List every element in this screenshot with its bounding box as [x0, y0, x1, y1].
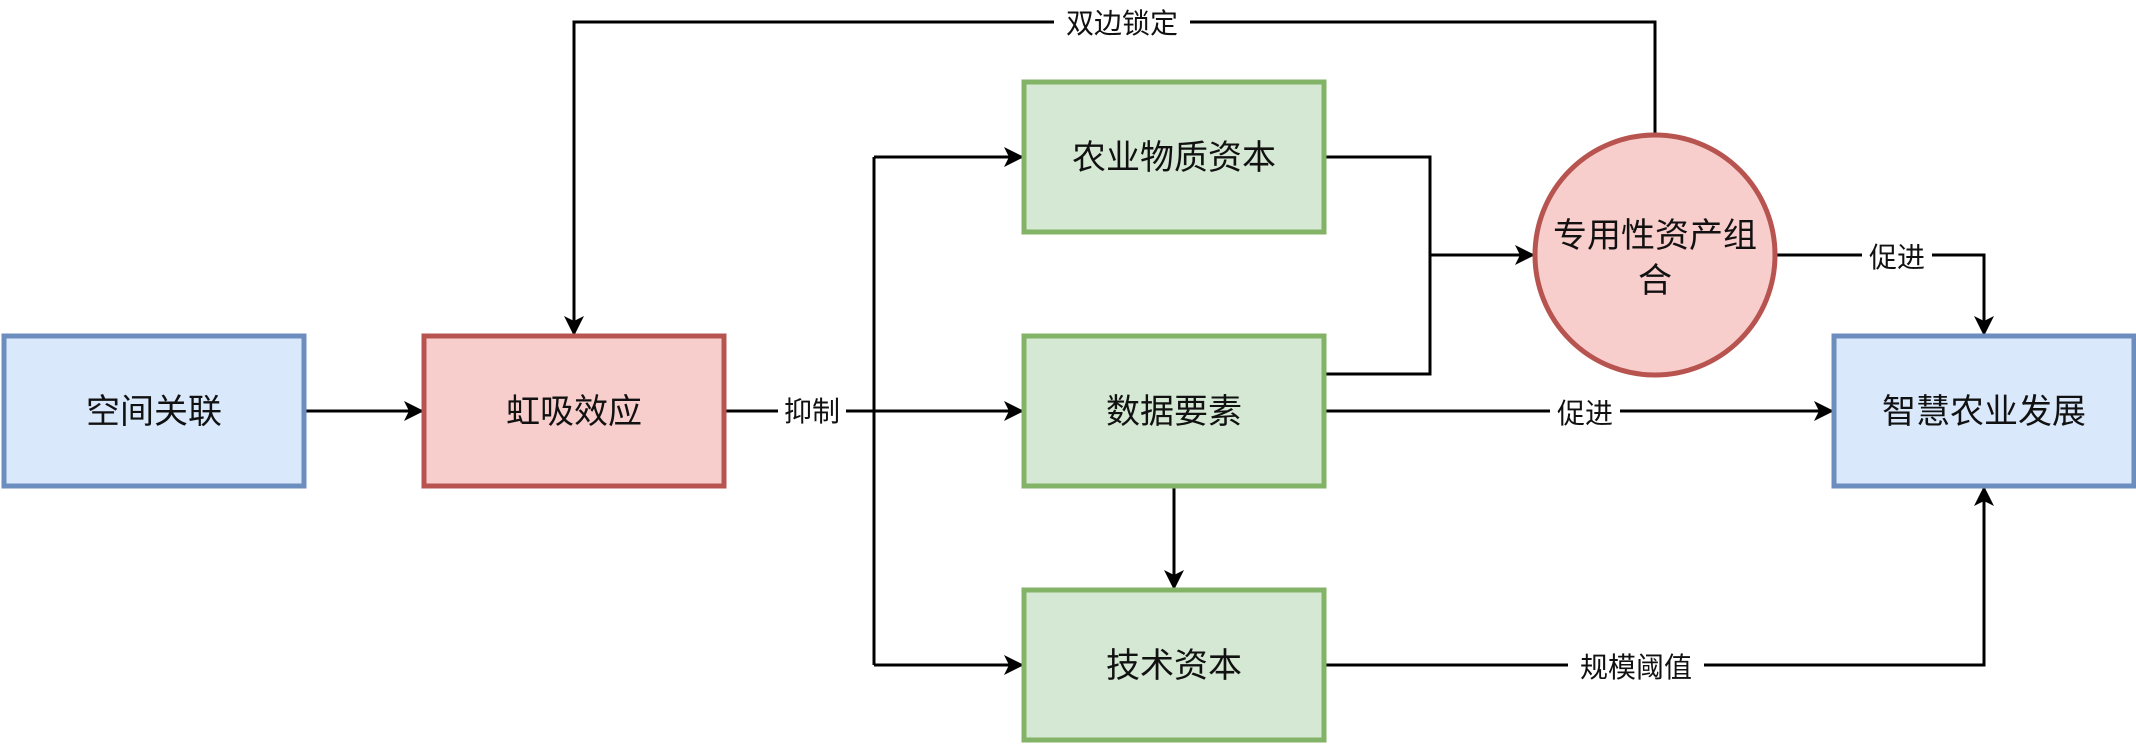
- edges: [304, 20, 1994, 675]
- node-specific-asset-portfolio[interactable]: 专用性资产组 合: [1532, 132, 1778, 378]
- label-promote-asset: 促进: [1869, 241, 1925, 274]
- label-bilateral-lock: 双边锁定: [1066, 7, 1178, 40]
- label-scale-threshold: 规模阈值: [1580, 651, 1692, 684]
- node-agricultural-physical-capital-label: 农业物质资本: [1072, 138, 1276, 178]
- node-spatial-correlation-label: 空间关联: [86, 392, 222, 432]
- label-inhibit: 抑制: [784, 395, 840, 428]
- node-technology-capital-label: 技术资本: [1106, 646, 1242, 686]
- edge-data-to-asset: [1324, 255, 1432, 376]
- node-specific-asset-portfolio-label-line2: 合: [1638, 261, 1672, 301]
- node-smart-agriculture-development[interactable]: 智慧农业发展: [1831, 333, 2136, 489]
- node-specific-asset-portfolio-label-line1: 专用性资产组: [1553, 216, 1757, 256]
- node-siphon-effect[interactable]: 虹吸效应: [421, 333, 727, 489]
- label-promote-data: 促进: [1557, 397, 1613, 430]
- node-data-elements-label: 数据要素: [1106, 392, 1242, 432]
- node-data-elements[interactable]: 数据要素: [1021, 333, 1327, 489]
- edge-physical-to-asset: [1324, 155, 1432, 255]
- node-technology-capital[interactable]: 技术资本: [1021, 587, 1327, 743]
- node-smart-agriculture-development-label: 智慧农业发展: [1882, 392, 2086, 432]
- node-siphon-effect-label: 虹吸效应: [506, 392, 642, 432]
- edge-labels: 抑制 双边锁定 促进 促进 规模阈值: [778, 6, 1932, 684]
- edge-asset-to-smart: [1775, 253, 1994, 336]
- edge-tech-to-smart: [1324, 486, 1994, 667]
- node-agricultural-physical-capital[interactable]: 农业物质资本: [1021, 79, 1327, 235]
- node-spatial-correlation[interactable]: 空间关联: [1, 333, 307, 489]
